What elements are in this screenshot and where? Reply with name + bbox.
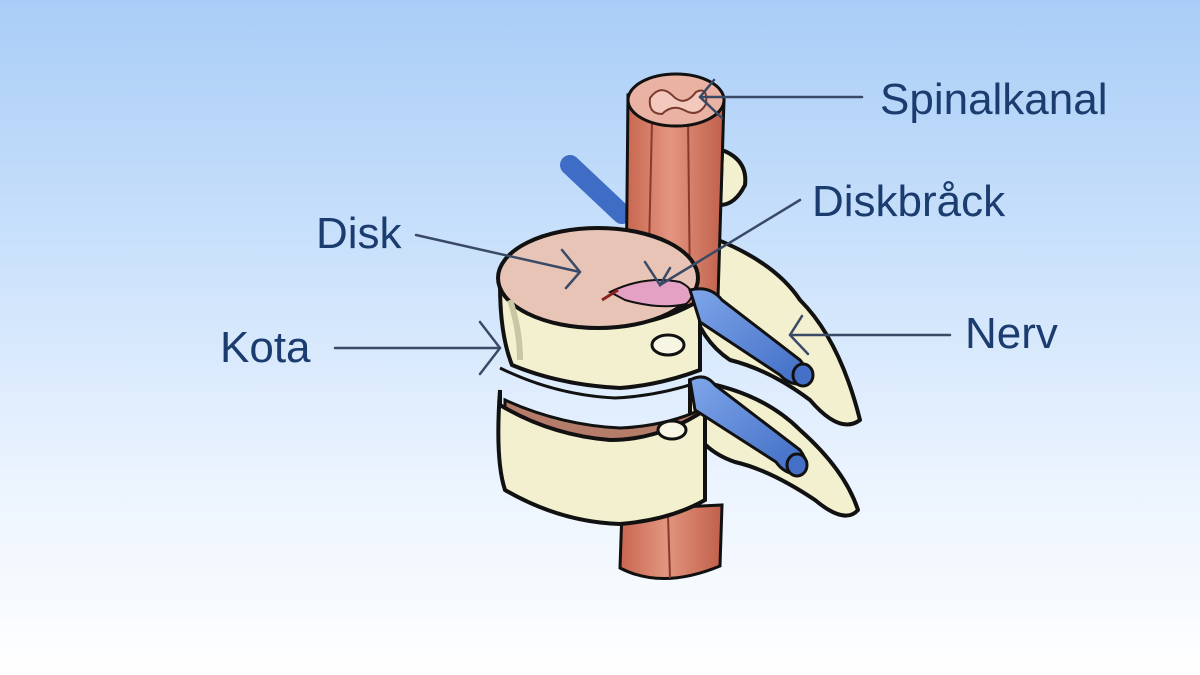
label-spinalkanal: Spinalkanal [880, 75, 1108, 124]
pointer-kota [333, 320, 502, 376]
back-nerve [560, 155, 632, 224]
pointer-disk [414, 233, 582, 290]
label-disk: Disk [316, 209, 402, 258]
spinal-cord-lower [618, 503, 724, 580]
upper-vertebra [496, 226, 702, 391]
pointer-nerv [788, 314, 952, 356]
pointer-spinalkanal [698, 78, 864, 120]
label-diskbrack: Diskbråck [812, 177, 1006, 226]
pointer-lines [333, 78, 952, 376]
pointer-diskbrack [643, 198, 802, 288]
lower-vertebra [496, 389, 707, 527]
label-kota: Kota [220, 323, 311, 372]
label-nerv: Nerv [965, 309, 1058, 358]
